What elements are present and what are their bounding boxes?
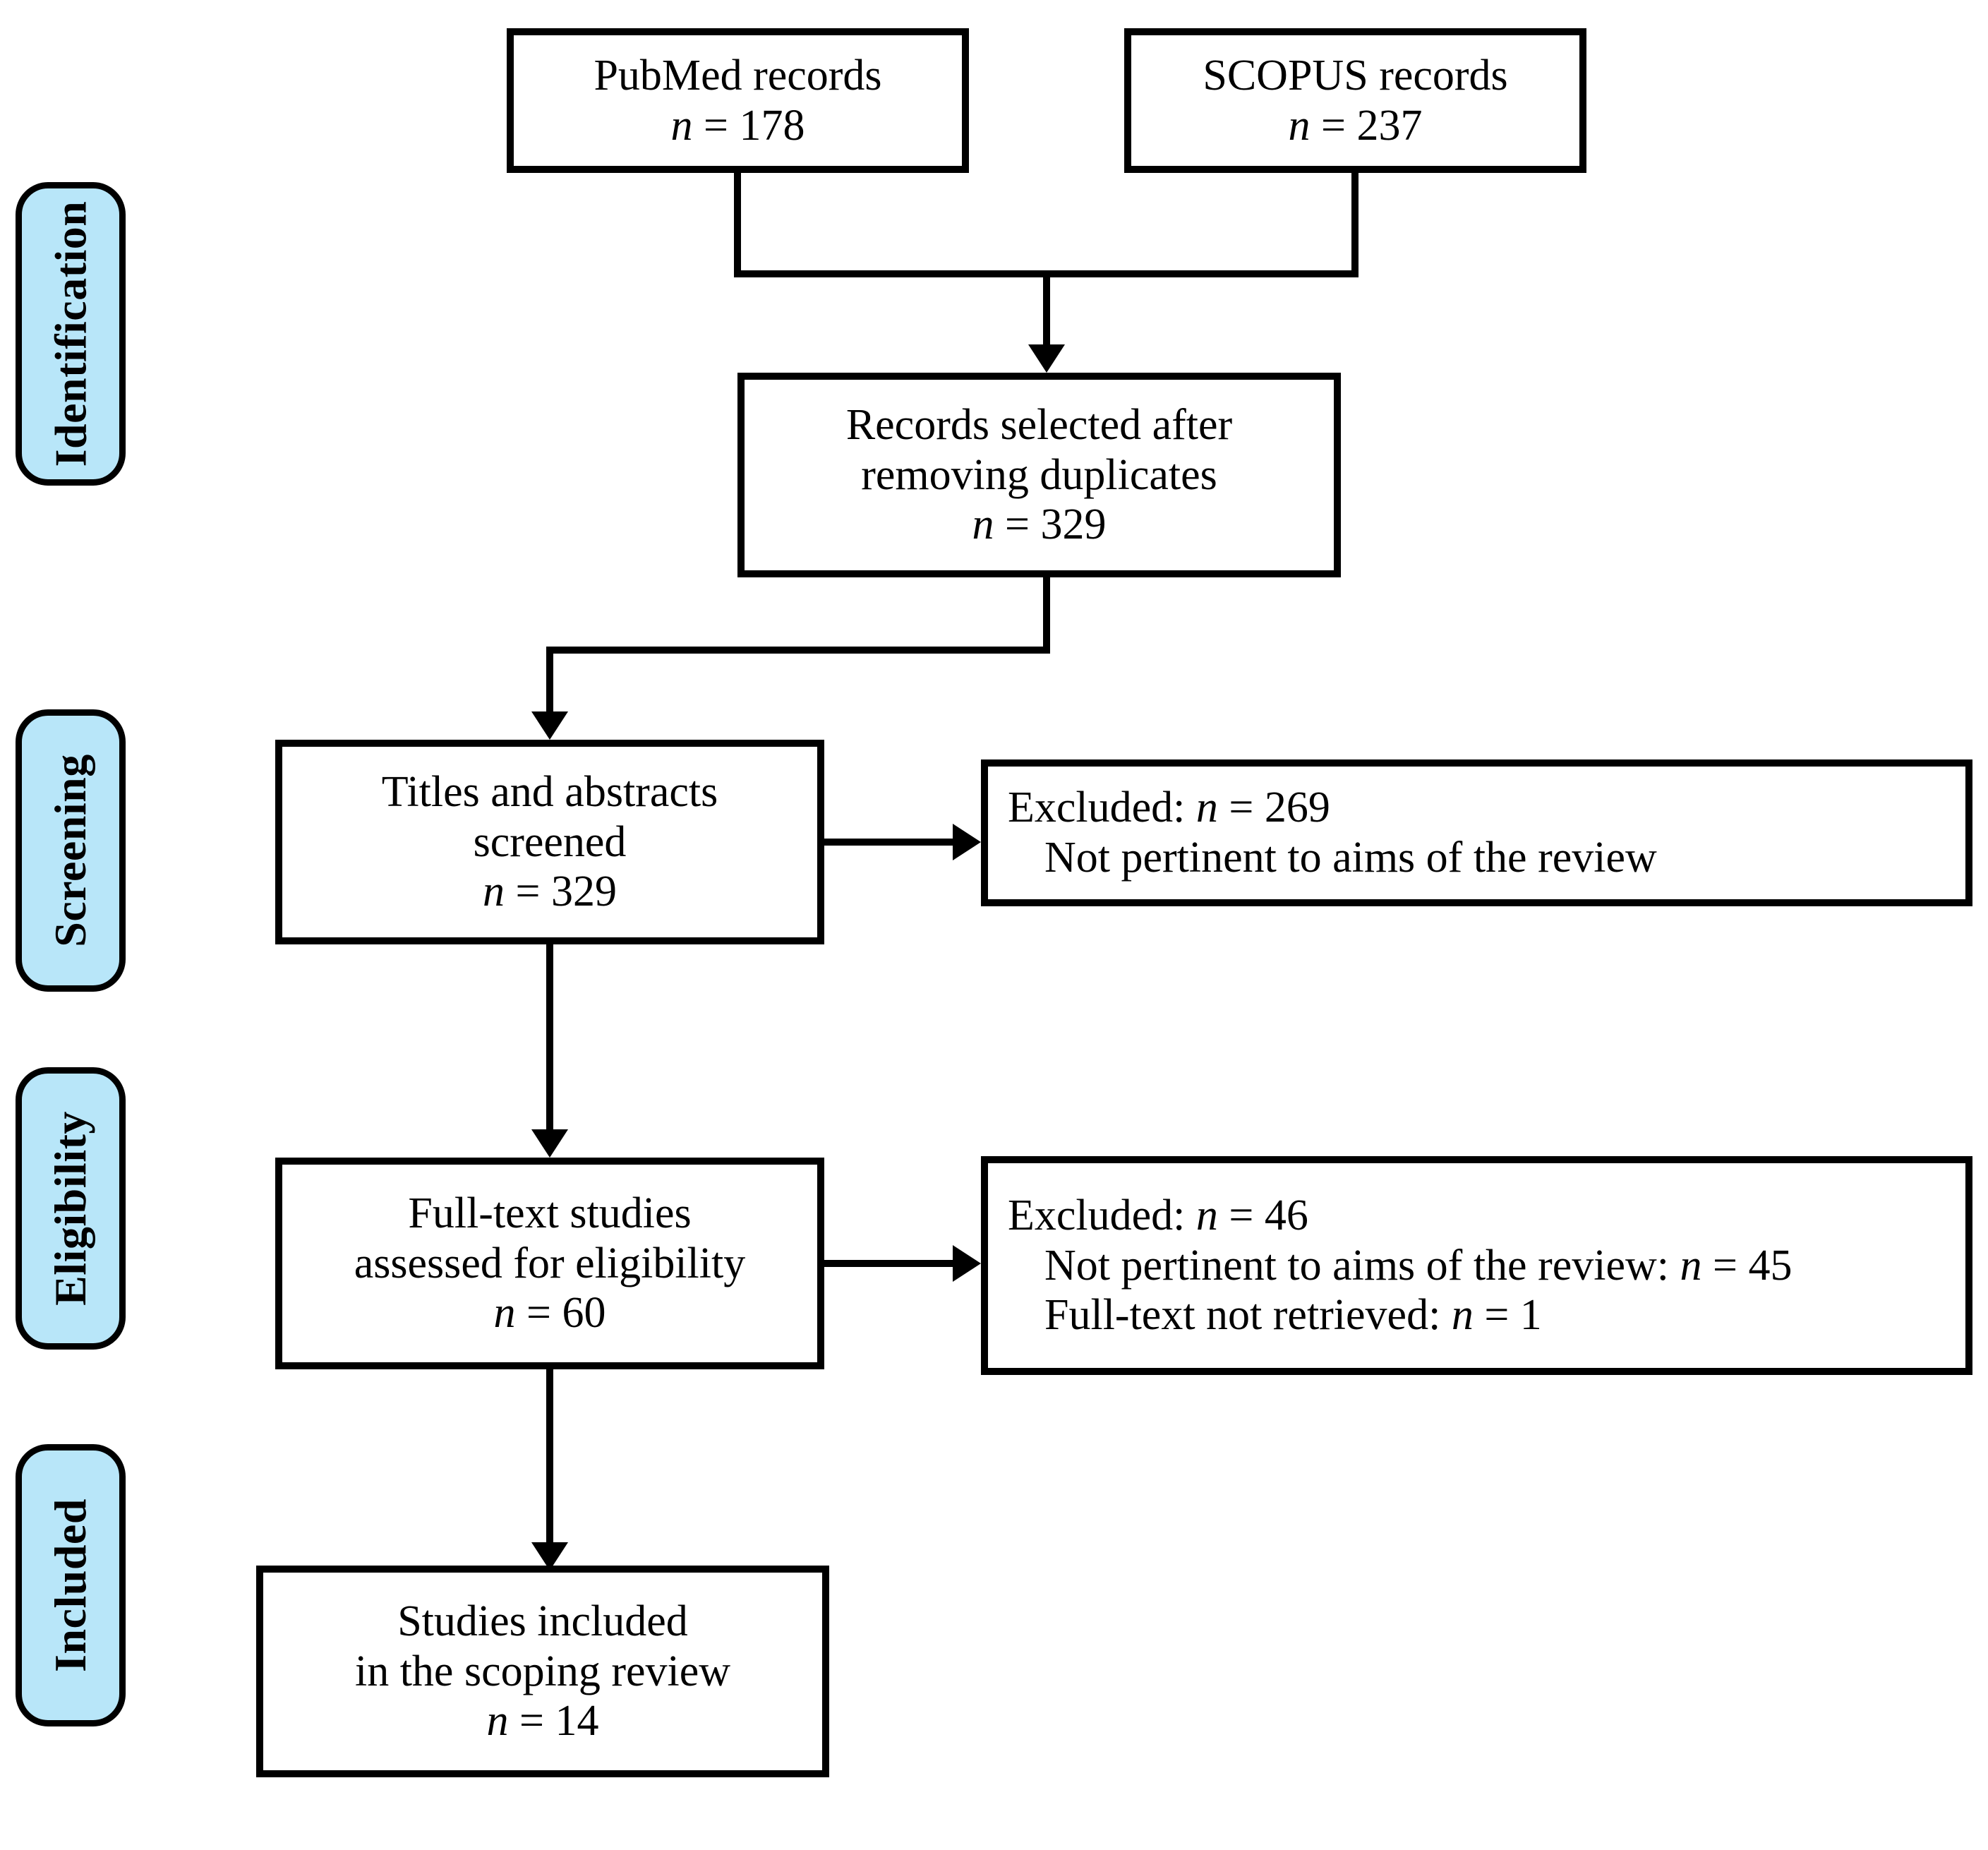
box-scopus-records: SCOPUS records n = 237 — [1124, 28, 1586, 173]
connector-dedup-left — [546, 647, 1050, 654]
excluded-eligibility-reason-2-n-value: = 1 — [1473, 1291, 1542, 1340]
box-records-deduplicated: Records selected after removing duplicat… — [737, 373, 1341, 577]
phase-tab-screening: Screening — [16, 709, 126, 992]
phase-tab-screening-label: Screening — [45, 754, 95, 947]
screened-n-value: = 329 — [505, 867, 617, 916]
pubmed-records-label: PubMed records — [594, 51, 882, 100]
excluded-eligibility-count: Excluded: n = 46 — [988, 1191, 1308, 1241]
phase-tab-identification-label: Identification — [45, 200, 95, 467]
deduplicated-label-line2: removing duplicates — [861, 450, 1217, 499]
deduplicated-label-line1: Records selected after — [845, 400, 1233, 449]
included-n-value: = 14 — [508, 1697, 599, 1746]
deduplicated-n-symbol: n — [972, 500, 994, 549]
pubmed-records-count: n = 178 — [671, 101, 805, 151]
excluded-eligibility-reason-1-n-symbol: n — [1680, 1241, 1702, 1290]
phase-tab-identification: Identification — [16, 182, 126, 486]
arrow-to-excluded-screening — [953, 824, 981, 860]
excluded-eligibility-reason-1: Not pertinent to aims of the review: n =… — [988, 1241, 1792, 1291]
fulltext-n-value: = 60 — [515, 1289, 606, 1338]
scopus-n-value: = 237 — [1310, 101, 1423, 150]
box-studies-included: Studies included in the scoping review n… — [256, 1566, 829, 1777]
arrow-to-excluded-eligibility — [953, 1245, 981, 1282]
connector-screened-to-excluded — [824, 839, 954, 846]
screened-n-symbol: n — [483, 867, 505, 916]
arrow-to-screened — [531, 711, 568, 740]
arrow-to-fulltext — [531, 1129, 568, 1158]
included-count: n = 14 — [487, 1696, 599, 1746]
scopus-records-count: n = 237 — [1289, 101, 1423, 151]
excluded-screening-prefix: Excluded: — [1008, 783, 1196, 832]
connector-merge-down — [1043, 270, 1050, 348]
scopus-records-label: SCOPUS records — [1203, 51, 1508, 100]
connector-dedup-to-screened-down — [546, 647, 553, 717]
connector-pubmed-down — [734, 173, 741, 277]
phase-tab-eligibility-label: Eligibility — [45, 1111, 95, 1306]
screened-count: n = 329 — [483, 867, 617, 917]
included-label-line1: Studies included — [397, 1597, 688, 1645]
excluded-eligibility-prefix: Excluded: — [1008, 1191, 1196, 1239]
scopus-n-symbol: n — [1288, 101, 1311, 150]
phase-tab-eligibility: Eligibility — [16, 1067, 126, 1350]
connector-dedup-down — [1043, 577, 1050, 654]
fulltext-label-line1: Full-text studies — [408, 1189, 692, 1237]
excluded-eligibility-reason-1-text: Not pertinent to aims of the review: — [1044, 1241, 1680, 1290]
excluded-eligibility-reason-2: Full-text not retrieved: n = 1 — [988, 1290, 1542, 1340]
excluded-eligibility-n-value: = 46 — [1217, 1191, 1308, 1239]
screened-label-line1: Titles and abstracts — [381, 767, 718, 816]
screened-label-line2: screened — [473, 817, 627, 866]
box-pubmed-records: PubMed records n = 178 — [507, 28, 969, 173]
included-label-line2: in the scoping review — [354, 1647, 731, 1695]
connector-fulltext-down — [546, 1369, 553, 1560]
excluded-eligibility-n-symbol: n — [1195, 1191, 1218, 1239]
pubmed-n-symbol: n — [670, 101, 693, 150]
deduplicated-count: n = 329 — [972, 500, 1107, 550]
phase-tab-included-label: Included — [45, 1498, 95, 1672]
connector-scopus-down — [1351, 173, 1359, 277]
phase-tab-included: Included — [16, 1444, 126, 1726]
box-excluded-eligibility: Excluded: n = 46 Not pertinent to aims o… — [981, 1156, 1972, 1375]
fulltext-label-line2: assessed for eligibility — [354, 1239, 746, 1287]
box-fulltext-assessed: Full-text studies assessed for eligibili… — [275, 1158, 824, 1369]
box-excluded-screening: Excluded: n = 269 Not pertinent to aims … — [981, 759, 1972, 906]
fulltext-count: n = 60 — [494, 1288, 606, 1338]
excluded-eligibility-reason-2-text: Full-text not retrieved: — [1044, 1291, 1452, 1340]
fulltext-n-symbol: n — [493, 1289, 516, 1338]
included-n-symbol: n — [486, 1697, 509, 1746]
excluded-screening-n-value: = 269 — [1217, 783, 1330, 832]
excluded-screening-reason: Not pertinent to aims of the review — [1044, 834, 1657, 882]
box-titles-abstracts-screened: Titles and abstracts screened n = 329 — [275, 740, 824, 944]
excluded-screening-count: Excluded: n = 269 — [988, 783, 1330, 833]
excluded-eligibility-reason-1-n-value: = 45 — [1701, 1241, 1793, 1290]
connector-screened-down — [546, 944, 553, 1134]
pubmed-n-value: = 178 — [692, 101, 805, 150]
arrow-to-deduplicated — [1028, 344, 1065, 373]
excluded-eligibility-reason-2-n-symbol: n — [1451, 1291, 1474, 1340]
deduplicated-n-value: = 329 — [994, 500, 1107, 549]
excluded-screening-n-symbol: n — [1195, 783, 1218, 832]
connector-fulltext-to-excluded — [824, 1260, 954, 1267]
